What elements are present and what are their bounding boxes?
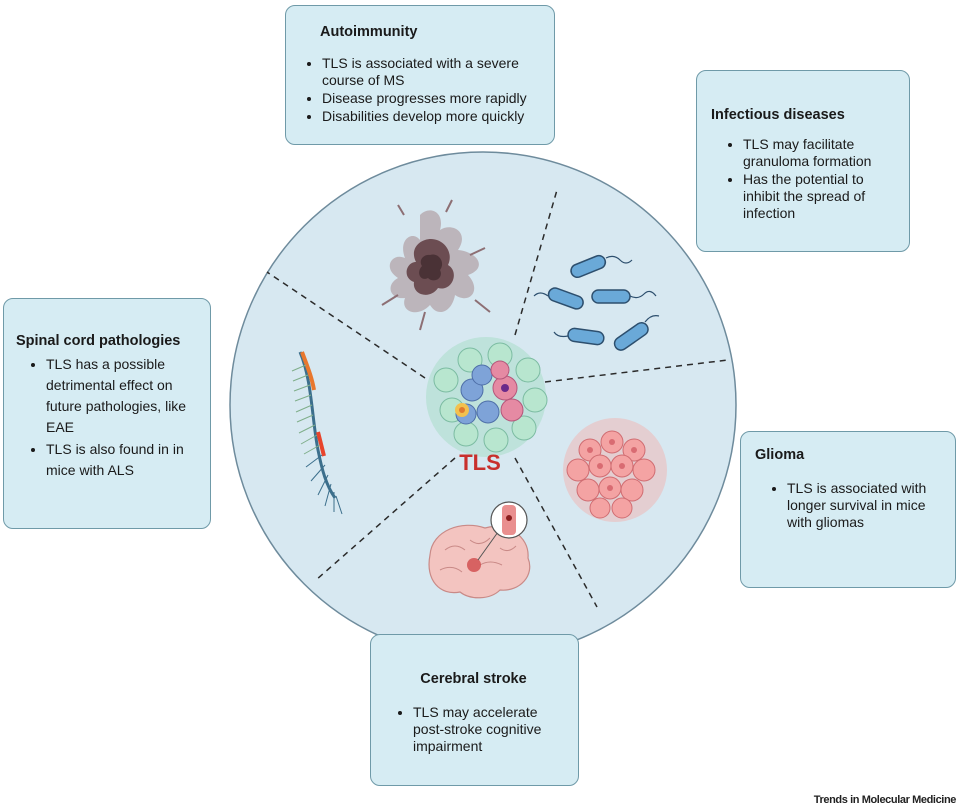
tls-center-label: TLS — [459, 450, 501, 475]
journal-credit: Trends in Molecular Medicine — [813, 794, 957, 806]
list-item: Disease progresses more rapidly — [322, 90, 544, 107]
cerebral-stroke-title: Cerebral stroke — [420, 671, 527, 687]
sector-dividers — [266, 189, 729, 608]
divider-top-right — [514, 189, 558, 336]
spinal-cord-box: Spinal cord pathologies TLS has a possib… — [3, 298, 211, 529]
glioma-box: Glioma TLS is associated with longer sur… — [740, 431, 956, 588]
glioma-title: Glioma — [755, 447, 805, 463]
autoimmunity-title: Autoimmunity — [320, 24, 418, 40]
list-item: TLS may facilitate granuloma formation — [743, 136, 899, 170]
autoimmunity-list: TLS is associated with a severe course o… — [304, 55, 544, 125]
list-item: TLS is also found in in mice with ALS — [46, 439, 202, 481]
list-item: Disabilities develop more quickly — [322, 108, 544, 125]
glioma-illustration — [563, 418, 667, 522]
list-item: TLS is associated with a severe course o… — [322, 55, 544, 89]
tls-cell-cluster — [426, 337, 548, 457]
list-item: TLS is associated with longer survival i… — [787, 480, 945, 531]
cerebral-stroke-box: Cerebral stroke TLS may accelerate post-… — [370, 634, 579, 786]
infectious-diseases-title: Infectious diseases — [711, 107, 845, 123]
bacteria-illustration — [533, 254, 660, 351]
spinal-cord-title: Spinal cord pathologies — [16, 333, 181, 349]
list-item: TLS has a possible detrimental effect on… — [46, 354, 202, 438]
infectious-diseases-box: Infectious diseases TLS may facilitate g… — [696, 70, 910, 252]
divider-bottom-left — [315, 457, 456, 581]
autoimmunity-box: Autoimmunity TLS is associated with a se… — [285, 5, 555, 145]
list-item: TLS may accelerate post-stroke cognitive… — [413, 704, 568, 755]
cerebral-stroke-list: TLS may accelerate post-stroke cognitive… — [393, 704, 568, 755]
spinal-cord-illustration — [291, 351, 343, 515]
divider-left — [266, 271, 426, 379]
brain-stroke-illustration — [428, 501, 531, 599]
activated-glia-illustration — [381, 199, 491, 331]
spinal-cord-list: TLS has a possible detrimental effect on… — [16, 354, 202, 481]
glioma-list: TLS is associated with longer survival i… — [755, 480, 945, 531]
infectious-diseases-list: TLS may facilitate granuloma formation H… — [711, 136, 899, 222]
list-item: Has the potential to inhibit the spread … — [743, 171, 899, 222]
divider-right — [544, 359, 729, 383]
